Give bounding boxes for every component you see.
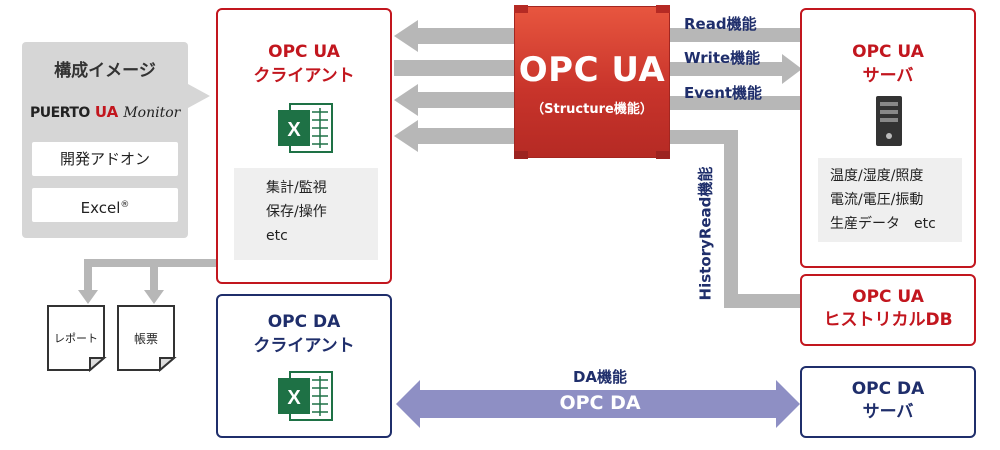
ua-historydb-title-line2: ヒストリカルDB — [823, 310, 953, 330]
ua-client-title: OPC UA クライアント — [218, 40, 390, 88]
opc-ua-center-block: OPC UA （Structure機能） — [514, 5, 670, 159]
document-icon — [47, 305, 107, 373]
arrow-left-3 — [394, 84, 515, 116]
logo-puerto: PUERTO — [30, 105, 90, 121]
da-bar-label: OPC DA — [559, 392, 641, 414]
svg-text:X: X — [287, 387, 301, 409]
ua-server-data: 温度/湿度/照度 電流/電圧/振動 生産データ etc — [818, 158, 962, 242]
output-path-v2 — [150, 259, 158, 293]
arrow-bar-2 — [394, 60, 515, 76]
output-path-v1 — [84, 259, 92, 293]
addon-item: 開発アドオン — [32, 142, 178, 176]
ua-client-functions: 集計/監視 保存/操作 etc — [234, 168, 378, 260]
center-title: OPC UA — [518, 50, 666, 90]
data-item: 電流/電圧/振動 — [830, 192, 924, 208]
arrow-write — [668, 54, 802, 84]
history-path-h2 — [724, 294, 802, 308]
ua-historydb-title-line1: OPC UA — [852, 287, 924, 307]
output-arrow-1 — [78, 290, 98, 304]
logo-monitor: Monitor — [123, 105, 181, 121]
da-server-title-line2: サーバ — [862, 402, 914, 422]
center-tab-top-right — [656, 5, 670, 13]
opc-da-client-box: OPC DA クライアント X — [216, 294, 392, 438]
svg-text:X: X — [287, 119, 301, 141]
history-path-v — [724, 130, 738, 308]
composition-panel: 構成イメージ PUERTO UA Monitor 開発アドオン Excel® — [22, 42, 188, 238]
puerto-ua-monitor-logo: PUERTO UA Monitor — [30, 102, 180, 121]
da-server-title: OPC DA サーバ — [802, 378, 974, 424]
ua-server-title-line2: サーバ — [862, 66, 914, 86]
da-double-arrow — [396, 380, 800, 428]
ua-client-title-line1: OPC UA — [268, 42, 340, 62]
server-icon — [876, 96, 902, 146]
history-read-label: HistoryRead機能 — [696, 166, 715, 301]
ua-client-title-line2: クライアント — [253, 66, 355, 86]
function-item: etc — [266, 228, 288, 244]
opc-ua-client-box: OPC UA クライアント X 集計/監視 保存/操作 etc — [216, 8, 392, 284]
arrow-read-bar — [668, 28, 802, 42]
da-server-title-line1: OPC DA — [851, 379, 925, 399]
arrow-left-1 — [394, 20, 515, 52]
document-icon — [117, 305, 177, 373]
arrow-left-4 — [394, 120, 515, 152]
logo-ua: UA — [94, 103, 119, 121]
ledger-label: 帳票 — [133, 332, 158, 346]
ledger-document: 帳票 — [116, 304, 177, 373]
excel-item: Excel® — [32, 188, 178, 222]
addon-label: 開発アドオン — [59, 150, 150, 168]
excel-icon: X — [278, 371, 333, 421]
ua-historydb-title: OPC UA ヒストリカルDB — [802, 286, 974, 332]
function-item: 保存/操作 — [266, 204, 327, 220]
composition-pointer — [188, 84, 210, 108]
center-tab-bottom-right — [656, 151, 670, 159]
da-client-title: OPC DA クライアント — [218, 310, 390, 358]
report-document: レポート — [46, 304, 107, 373]
data-item: 生産データ etc — [830, 216, 936, 232]
opc-ua-server-box: OPC UA サーバ 温度/湿度/照度 電流/電圧/振動 生産データ etc — [800, 8, 976, 268]
ua-server-title-line1: OPC UA — [852, 42, 924, 62]
opc-da-server-box: OPC DA サーバ — [800, 366, 976, 438]
da-function-label: DA機能 — [572, 368, 628, 386]
read-label: Read機能 — [684, 15, 757, 33]
output-arrow-2 — [144, 290, 164, 304]
registered-mark: ® — [120, 200, 130, 210]
event-label: Event機能 — [684, 84, 763, 102]
history-path-h1 — [668, 130, 738, 144]
da-client-title-line1: OPC DA — [267, 312, 341, 332]
excel-label: Excel — [80, 199, 121, 217]
opc-ua-historydb-box: OPC UA ヒストリカルDB — [800, 274, 976, 346]
composition-title: 構成イメージ — [54, 61, 156, 81]
report-label: レポート — [54, 332, 98, 345]
da-client-title-line2: クライアント — [253, 336, 355, 356]
center-tab-bottom-left — [514, 151, 528, 159]
excel-icon: X — [278, 103, 333, 153]
write-label: Write機能 — [684, 49, 761, 67]
function-item: 集計/監視 — [266, 180, 327, 196]
center-tab-top-left — [514, 5, 528, 13]
ua-server-title: OPC UA サーバ — [802, 40, 974, 88]
arrow-event-bar — [668, 96, 802, 110]
data-item: 温度/湿度/照度 — [830, 168, 924, 184]
center-subtitle: （Structure機能） — [531, 102, 653, 117]
